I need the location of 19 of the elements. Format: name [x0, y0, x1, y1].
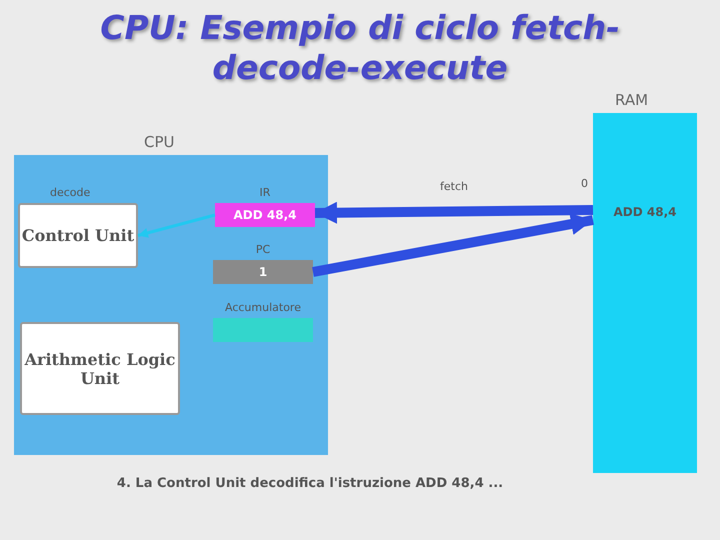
heading: CPU	[144, 133, 174, 151]
unit-box	[20, 322, 180, 415]
register-name: IR	[258, 186, 272, 199]
arrow	[314, 202, 594, 224]
arrow	[312, 213, 594, 277]
register-value: ADD 48,4	[232, 208, 298, 222]
unit-label: Control Unit	[20, 226, 136, 245]
address-label: 0	[581, 177, 588, 190]
register-value: 1	[258, 265, 268, 279]
register-name: decode	[50, 186, 90, 199]
arrow	[138, 214, 216, 238]
slide-title: CPU: Esempio di ciclo fetch-decode-execute	[100, 8, 620, 88]
unit-label: Arithmetic Logic Unit	[24, 350, 176, 388]
register-value: ADD 48,4	[614, 205, 676, 219]
caption: 4. La Control Unit decodifica l'istruzione ADD 48,4 ...	[116, 476, 504, 491]
heading: RAM	[615, 91, 648, 109]
register-name: Accumulatore	[224, 301, 302, 314]
edge-label: fetch	[440, 180, 468, 193]
register-name: PC	[254, 243, 272, 256]
